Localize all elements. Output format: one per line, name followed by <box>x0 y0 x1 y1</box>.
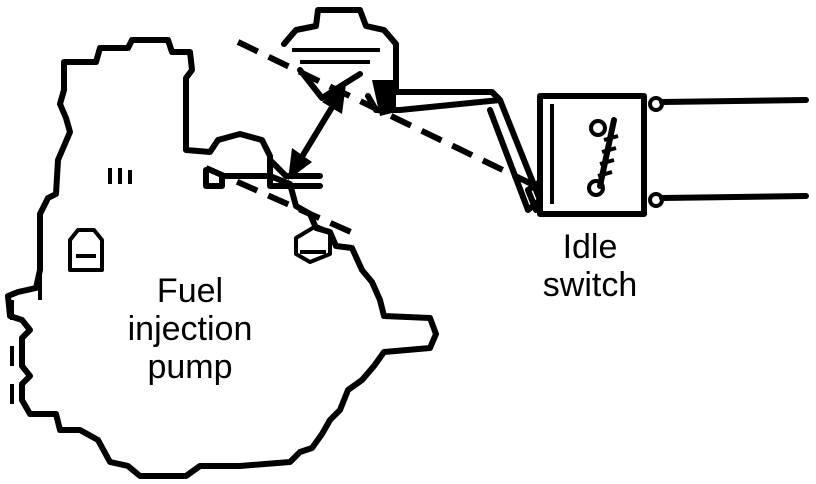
switch-wires <box>659 97 809 201</box>
idle-switch-label: Idle switch <box>525 228 655 304</box>
throttle-linkage <box>281 7 543 213</box>
travel-arrow <box>288 84 346 180</box>
pump-label-line2: injection <box>127 310 253 348</box>
idle-switch <box>525 93 664 217</box>
pump-label-line1: Fuel <box>156 272 224 310</box>
fuel-injection-pump-label: Fuel injection pump <box>100 272 280 386</box>
motion-guide-lines <box>204 39 542 239</box>
pump-label-line3: pump <box>147 348 233 386</box>
switch-label-line2: switch <box>542 266 638 304</box>
switch-label-line1: Idle <box>562 228 618 266</box>
